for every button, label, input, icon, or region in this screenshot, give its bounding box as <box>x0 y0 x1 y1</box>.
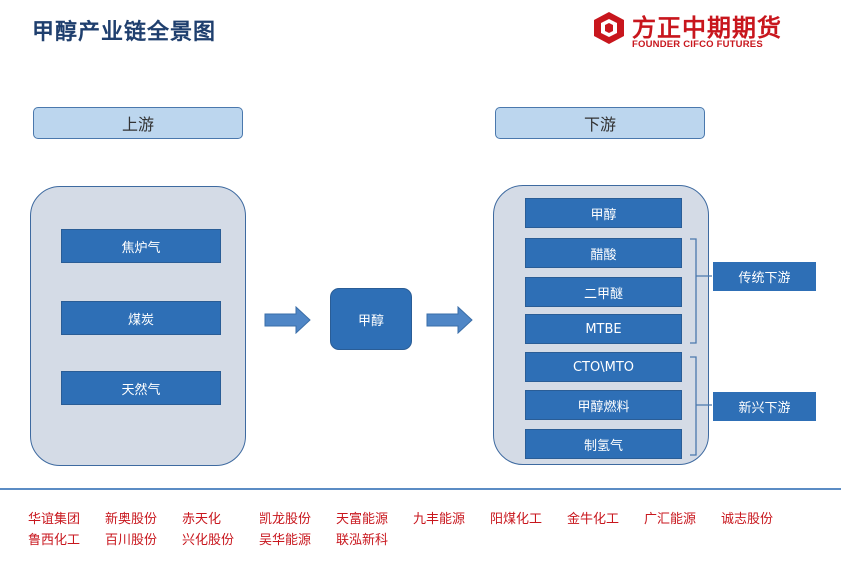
downstream-item-cto-mto: CTO\MTO <box>525 352 682 382</box>
company-name: 百川股份 <box>105 533 158 548</box>
company-row: 鲁西化工 百川股份 兴化股份 吴华能源 联泓新科 <box>28 529 828 550</box>
company-name: 天富能源 <box>336 512 389 527</box>
traditional-downstream-label: 传统下游 <box>713 262 816 291</box>
downstream-item-hydrogen: 制氢气 <box>525 429 682 459</box>
downstream-item-methanol-fuel: 甲醇燃料 <box>525 390 682 420</box>
company-name: 九丰能源 <box>413 512 466 527</box>
logo-name-cn: 方正中期期货 <box>632 14 782 42</box>
methanol-center-node: 甲醇 <box>330 288 412 350</box>
emerging-downstream-label: 新兴下游 <box>713 392 816 421</box>
upstream-item-coke-oven-gas: 焦炉气 <box>61 229 221 263</box>
founder-logo-icon <box>594 12 624 44</box>
company-name: 华谊集团 <box>28 512 81 527</box>
downstream-header: 下游 <box>495 107 705 139</box>
company-name: 阳煤化工 <box>490 512 543 527</box>
company-name: 新奥股份 <box>105 512 158 527</box>
company-name: 诚志股份 <box>721 512 774 527</box>
company-name: 鲁西化工 <box>28 533 81 548</box>
upstream-header: 上游 <box>33 107 243 139</box>
right-arrow-icon <box>426 306 473 334</box>
traditional-bracket <box>690 238 712 344</box>
company-logo: 方正中期期货 FOUNDER CIFCO FUTURES <box>592 8 792 52</box>
downstream-item-mtbe: MTBE <box>525 314 682 344</box>
downstream-item-acetic-acid: 醋酸 <box>525 238 682 268</box>
company-name: 凯龙股份 <box>259 512 312 527</box>
page-title: 甲醇产业链全景图 <box>32 19 217 45</box>
upstream-item-coal: 煤炭 <box>61 301 221 335</box>
company-name: 联泓新科 <box>336 533 389 548</box>
downstream-item-dme: 二甲醚 <box>525 277 682 307</box>
downstream-item-methanol: 甲醇 <box>525 198 682 228</box>
company-name: 兴化股份 <box>182 533 235 548</box>
company-list: 华谊集团 新奥股份 赤天化 凯龙股份 天富能源 九丰能源 阳煤化工 金牛化工 广… <box>28 508 828 550</box>
company-name: 金牛化工 <box>567 512 620 527</box>
logo-name-en: FOUNDER CIFCO FUTURES <box>632 39 763 50</box>
company-name: 吴华能源 <box>259 533 312 548</box>
upstream-item-natural-gas: 天然气 <box>61 371 221 405</box>
company-name: 广汇能源 <box>644 512 697 527</box>
right-arrow-icon <box>264 306 311 334</box>
company-name: 赤天化 <box>182 512 222 527</box>
emerging-bracket <box>690 356 712 456</box>
company-row: 华谊集团 新奥股份 赤天化 凯龙股份 天富能源 九丰能源 阳煤化工 金牛化工 广… <box>28 508 828 529</box>
divider-line <box>0 488 841 490</box>
